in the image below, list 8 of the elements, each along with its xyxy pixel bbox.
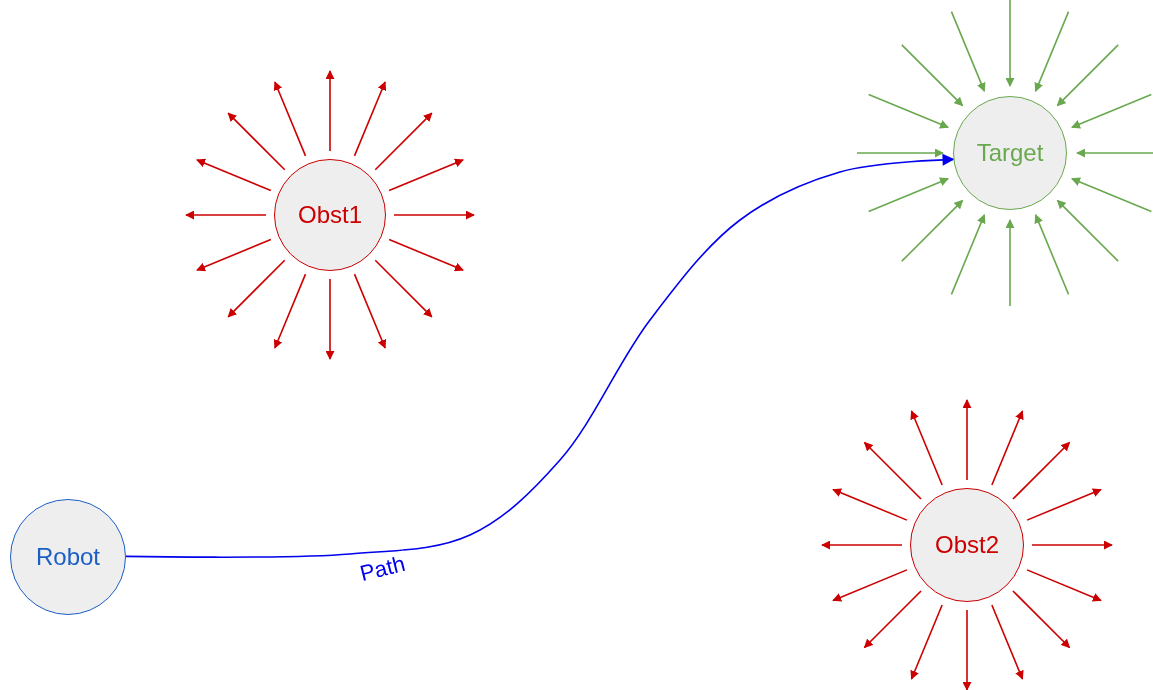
node-label: Target (976, 139, 1044, 167)
node-label: Robot (35, 543, 100, 571)
node-label: Obst2 (935, 531, 999, 559)
circle-node (274, 159, 386, 271)
path-arrow (125, 153, 955, 558)
node-label: Obst1 (298, 201, 362, 229)
circle-node (953, 96, 1067, 210)
circle-node (910, 488, 1024, 602)
